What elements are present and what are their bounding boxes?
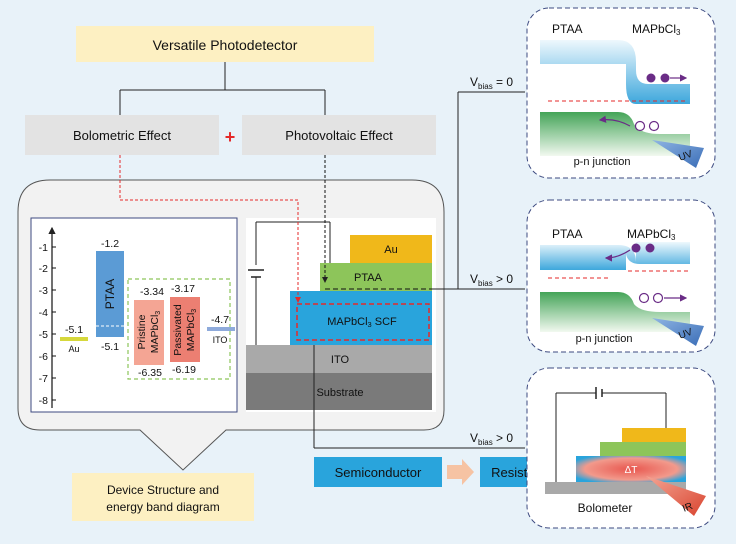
- title-box: [76, 26, 374, 62]
- bias-connectors: [313, 91, 525, 449]
- scf-layer-label: MAPbCl3 SCF: [327, 316, 397, 329]
- passivated-top-value: -3.17: [171, 283, 195, 295]
- bolometer-circuit: [555, 387, 667, 482]
- au-layer: [350, 235, 432, 263]
- plus-sign: +: [225, 127, 236, 147]
- semiconductor-label: Semiconductor: [335, 465, 422, 480]
- bolometric-pointer: [119, 155, 301, 303]
- axis-tick-label: -6: [39, 351, 48, 363]
- bias-label-positive-bolo: Vbias > 0: [470, 431, 513, 447]
- axis-tick-label: -1: [39, 242, 48, 254]
- bolometer-delta-t: ΔT: [625, 465, 638, 476]
- electron-dot: [645, 243, 655, 253]
- conversion-arrow: [447, 459, 474, 485]
- ptaa-bar-label: PTAA: [103, 279, 117, 309]
- pristine-top-value: -3.34: [140, 286, 164, 298]
- axis-tick-label: -3: [39, 285, 48, 297]
- panel-positive-conduction-band: [540, 292, 690, 332]
- bias-label-positive-pv: Vbias > 0: [470, 272, 513, 288]
- substrate-layer: [246, 373, 432, 410]
- device-caption-box: [72, 473, 254, 521]
- panel-positive-ptaa-label: PTAA: [552, 227, 582, 241]
- ptaa-band-bar: [96, 251, 124, 337]
- scf-highlight-frame: [296, 303, 430, 341]
- bolometer-au-layer: [622, 428, 686, 442]
- bolometer-ir-label: IR: [681, 501, 694, 515]
- bolometer-ir-beam: [646, 476, 706, 516]
- axis-tick-label: -5: [39, 329, 48, 341]
- ptaa-top-value: -1.2: [101, 238, 119, 250]
- electron-dot: [660, 73, 670, 83]
- pristine-bottom-value: -6.35: [138, 367, 162, 379]
- hole-dot: [638, 292, 650, 304]
- device-caption-line2: energy band diagram: [106, 500, 219, 514]
- hole-dot: [634, 120, 646, 132]
- hole-dot: [652, 292, 664, 304]
- bolometer-scf-layer: [576, 456, 686, 482]
- passivated-label: Passivated: [172, 304, 184, 356]
- axis-tick-label: -4: [39, 307, 48, 319]
- electron-dot: [631, 243, 641, 253]
- bolometric-effect-box: [25, 115, 219, 155]
- electron-flow-arrow: [604, 249, 631, 262]
- panel-zero-mapbcl3-label: MAPbCl3: [632, 22, 681, 37]
- substrate-layer-label: Substrate: [316, 387, 363, 399]
- hole-dot: [648, 120, 660, 132]
- axis-tick-label: -8: [39, 395, 48, 407]
- pristine-label: Pristine: [136, 314, 148, 349]
- ito-level-bar: [207, 327, 235, 331]
- bolometer-ito-layer: [545, 482, 686, 494]
- au-level-label: Au: [68, 344, 79, 354]
- passivated-bar-label: Passivated MAPbCl3: [172, 304, 198, 356]
- ptaa-bottom-value: -5.1: [101, 341, 119, 353]
- panel-positive-uv-label: UV: [677, 327, 694, 342]
- au-layer-label: Au: [384, 244, 397, 256]
- axis-tick-label: -2: [39, 263, 48, 275]
- energy-axis-ticks: -1 -2 -3 -4 -5 -6 -7 -8: [39, 242, 56, 407]
- bolometer-label: Bolometer: [578, 501, 633, 515]
- ito-level-value: -4.7: [211, 314, 229, 326]
- au-level-bar: [60, 337, 88, 341]
- passivated-compound-label: MAPbCl3: [185, 309, 198, 352]
- passivated-bottom-value: -6.19: [172, 364, 196, 376]
- photovoltaic-effect-label: Photovoltaic Effect: [285, 128, 393, 143]
- passivated-band-bar: [170, 297, 200, 362]
- au-level-value: -5.1: [65, 324, 83, 336]
- semiconductor-box: [314, 457, 442, 487]
- pristine-band-bar: [134, 300, 164, 365]
- panel-positive-junction-label: p-n junction: [576, 333, 633, 345]
- panel-zero-uv-beam: [652, 140, 704, 168]
- bolometric-effect-label: Bolometric Effect: [73, 128, 171, 143]
- tree-connectors: [119, 62, 326, 115]
- panel-zero-conduction-band: [540, 112, 690, 156]
- photovoltaic-effect-box: [242, 115, 436, 155]
- ptaa-layer-label: PTAA: [354, 272, 383, 284]
- panel-zero-ptaa-label: PTAA: [552, 22, 582, 36]
- bias-label-zero: Vbias = 0: [470, 75, 513, 91]
- mapbcl3-group-frame: [127, 278, 231, 380]
- panel-positive-uv-beam: [652, 318, 704, 346]
- ptaa-layer: [320, 263, 432, 291]
- panel-zero-uv-label: UV: [677, 149, 694, 164]
- bolometer-ptaa-layer: [600, 442, 686, 456]
- title-text: Versatile Photodetector: [153, 37, 298, 53]
- panel-zero-junction-label: p-n junction: [574, 156, 631, 168]
- pristine-compound-label: MAPbCl3: [149, 311, 162, 354]
- ito-level-label: ITO: [213, 335, 228, 345]
- panel-zero-valence-band: [540, 40, 690, 104]
- pristine-bar-label: Pristine MAPbCl3: [136, 311, 162, 354]
- panel-positive-mapbcl3-label: MAPbCl3: [627, 227, 676, 242]
- device-caption-line1: Device Structure and: [107, 483, 219, 497]
- axis-tick-label: -7: [39, 373, 48, 385]
- ito-layer: [246, 345, 432, 373]
- ito-layer-label: ITO: [331, 354, 350, 366]
- device-circuit: [248, 221, 331, 345]
- hole-flow-arrow: [598, 115, 631, 127]
- electron-dot: [646, 73, 656, 83]
- scf-layer: [290, 291, 432, 345]
